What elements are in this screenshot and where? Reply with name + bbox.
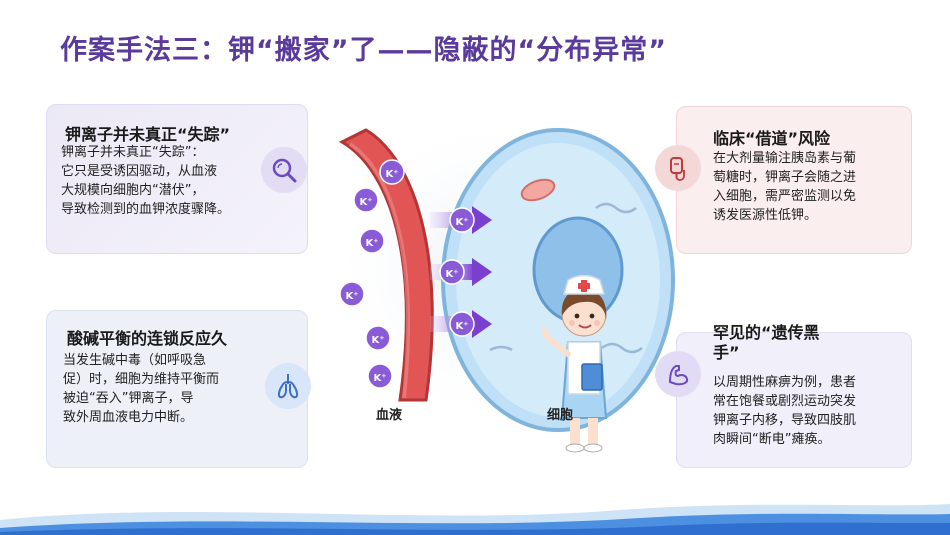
potassium-ion: K⁺ xyxy=(353,187,379,213)
card-body: 在大剂量输注胰岛素与葡 萄糖时，钾离子会随之进 入细胞，需严密监测以免 诱发医源… xyxy=(713,149,903,225)
card-title: 钾离子并未真正“失踪” xyxy=(65,125,231,144)
svg-text:K⁺: K⁺ xyxy=(365,238,378,249)
nurse-illustration xyxy=(541,274,608,453)
cell-label: 细胞 xyxy=(547,408,574,423)
card-title: 罕见的“遗传黑 手” xyxy=(713,323,820,363)
potassium-ion: K⁺ xyxy=(367,363,393,389)
svg-text:K⁺: K⁺ xyxy=(385,169,398,180)
potassium-ion: K⁺ xyxy=(359,228,385,254)
potassium-ion: K⁺ xyxy=(449,207,475,233)
card-line: 在大剂量输注胰岛素与葡 xyxy=(713,151,857,166)
card-body: 钾离子并未真正“失踪”： 它只是受诱因驱动，从血液 大规模向细胞内“潜伏”， 导… xyxy=(61,143,261,219)
card-line: 当发生碱中毒（如呼吸急 xyxy=(63,353,207,368)
card-line: 入细胞，需严密监测以免 xyxy=(713,189,857,204)
card-line: 萄糖时，钾离子会随之进 xyxy=(713,170,857,185)
svg-text:K⁺: K⁺ xyxy=(371,335,384,346)
card-line: 钾离子并未真正“失踪”： xyxy=(61,145,205,160)
card-title: 临床“借道”风险 xyxy=(713,129,831,148)
card-line: 它只是受诱因驱动，从血液 xyxy=(61,164,218,179)
card-line: 促）时，细胞为维持平衡而 xyxy=(63,372,220,387)
card-line: 大规模向细胞内“潜伏”， xyxy=(61,183,205,198)
card-acid-base-chain: 酸碱平衡的连锁反应久 当发生碱中毒（如呼吸急 促）时，细胞为维持平衡而 被迫“吞… xyxy=(46,310,311,468)
card-line: 以周期性麻痹为例，患者 xyxy=(713,375,857,390)
iv-bag-icon xyxy=(655,145,701,191)
card-line: 常在饱餐或剧烈运动突发 xyxy=(713,394,857,409)
card-line: 导致检测到的血钾浓度骤降。 xyxy=(61,202,231,217)
card-line: 钾离子内移，导致四肢肌 xyxy=(713,413,857,428)
potassium-shift-illustration: K⁺ K⁺ K⁺ K⁺ K⁺ K⁺ K⁺ K⁺ K⁺ xyxy=(325,110,675,453)
card-ion-not-missing: 钾离子并未真正“失踪” 钾离子并未真正“失踪”： 它只是受诱因驱动，从血液 大规… xyxy=(46,104,308,254)
svg-text:K⁺: K⁺ xyxy=(455,217,468,228)
potassium-ion: K⁺ xyxy=(365,325,391,351)
footer-wave xyxy=(0,504,950,535)
card-genetic-cause: 罕见的“遗传黑 手” 以周期性麻痹为例，患者 常在饱餐或剧烈运动突发 钾离子内移… xyxy=(655,323,912,468)
svg-text:K⁺: K⁺ xyxy=(345,291,358,302)
card-body: 以周期性麻痹为例，患者 常在饱餐或剧烈运动突发 钾离子内移，导致四肢肌 肉瞬间“… xyxy=(713,373,903,449)
card-clinical-risk: 临床“借道”风险 在大剂量输注胰岛素与葡 萄糖时，钾离子会随之进 入细胞，需严密… xyxy=(655,106,912,254)
lungs-icon xyxy=(265,363,311,409)
card-title: 酸碱平衡的连锁反应久 xyxy=(67,329,228,348)
card-line: 诱发医源性低钾。 xyxy=(713,208,818,223)
svg-text:K⁺: K⁺ xyxy=(373,373,386,384)
svg-text:K⁺: K⁺ xyxy=(445,269,458,280)
muscle-icon xyxy=(655,351,701,397)
page-title: 作案手法三：钾“搬家”了——隐蔽的“分布异常” xyxy=(60,35,667,66)
card-line: 肉瞬间“断电”瘫痪。 xyxy=(713,432,831,447)
card-body: 当发生碱中毒（如呼吸急 促）时，细胞为维持平衡而 被迫“吞入”钾离子，导 致外周… xyxy=(63,351,263,427)
card-line: 致外周血液电力中断。 xyxy=(63,410,194,425)
blood-label: 血液 xyxy=(376,408,403,423)
card-title-line: 罕见的“遗传黑 xyxy=(713,323,820,342)
potassium-ion: K⁺ xyxy=(439,259,465,285)
magnifier-icon xyxy=(261,147,307,193)
svg-text:K⁺: K⁺ xyxy=(359,197,372,208)
potassium-ion: K⁺ xyxy=(379,159,405,185)
potassium-ion: K⁺ xyxy=(339,281,365,307)
card-line: 被迫“吞入”钾离子，导 xyxy=(63,391,194,406)
svg-text:K⁺: K⁺ xyxy=(455,321,468,332)
card-title-line: 手” xyxy=(713,343,740,362)
potassium-ion: K⁺ xyxy=(449,311,475,337)
